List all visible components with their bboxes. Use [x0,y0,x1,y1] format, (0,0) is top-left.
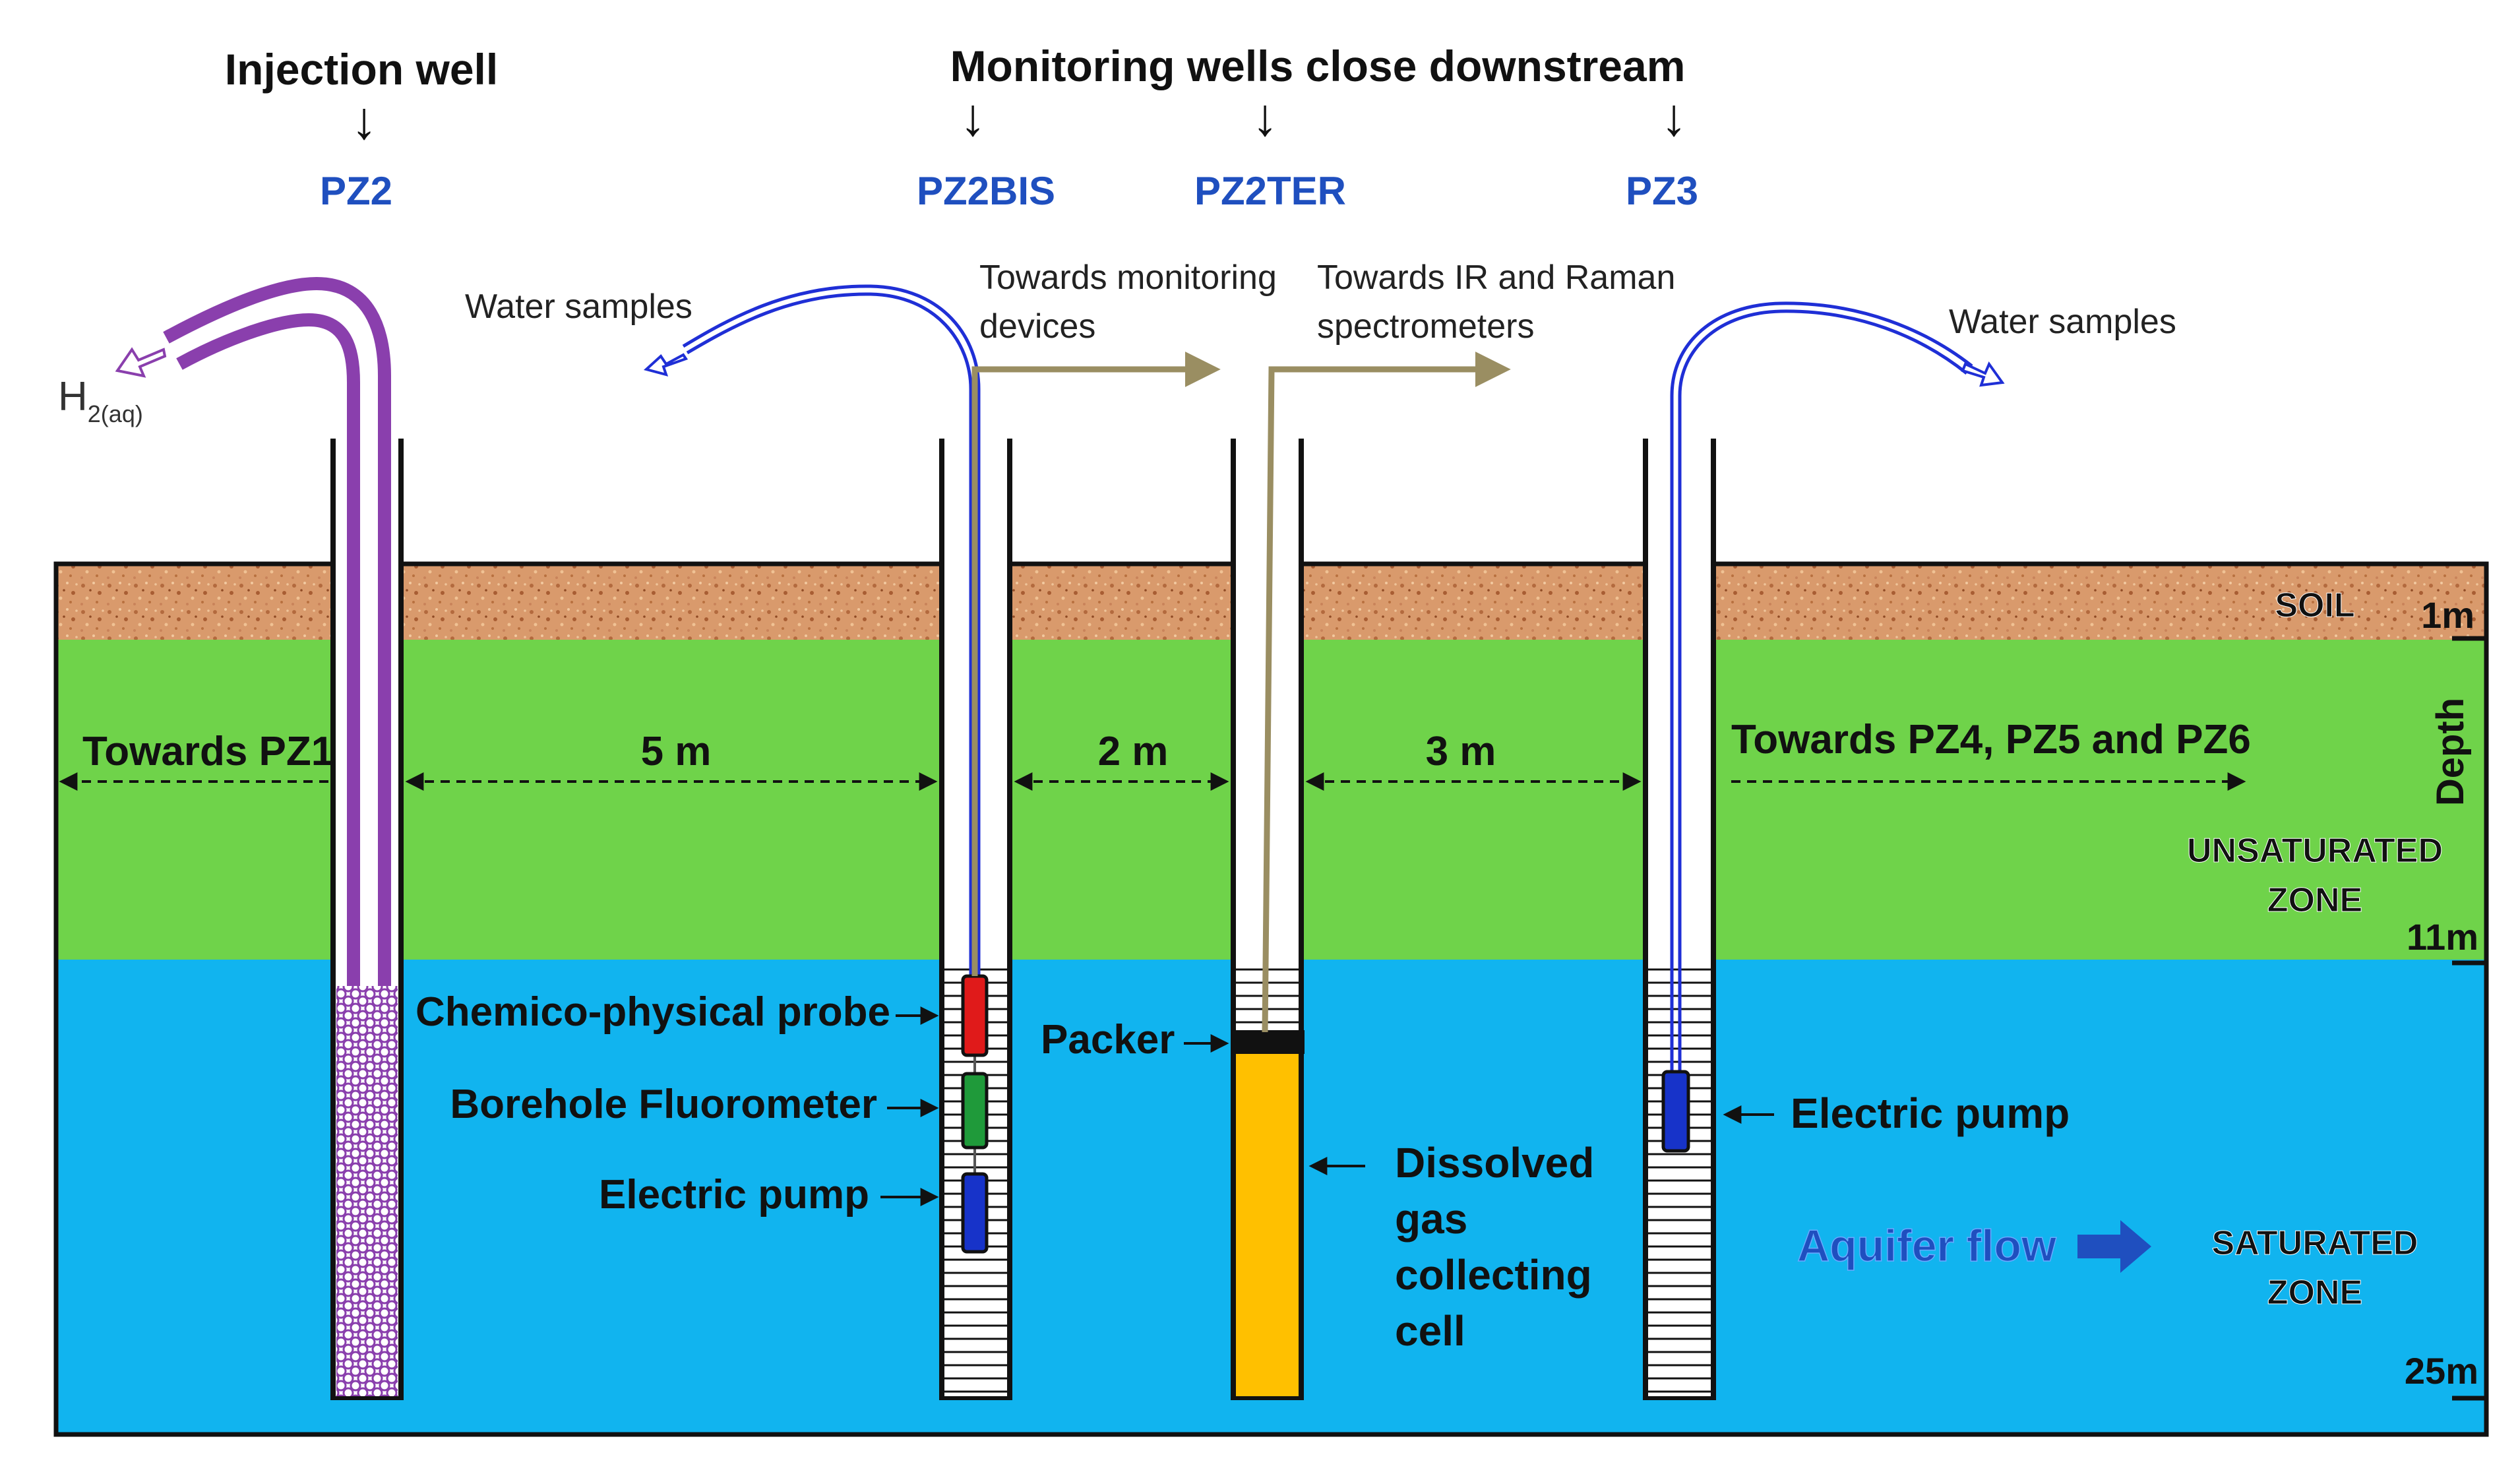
unsaturated-zone-label-2: ZONE [2267,881,2362,919]
pz3-sample-tube-a [1670,301,1973,1072]
depth-11m-label: 11m [2407,916,2478,958]
injection-tube-inner [176,313,360,986]
borehole-fluorometer [961,1072,989,1150]
chemico-physical-probe-label: Chemico-physical probe [415,989,890,1035]
injection-tube-outer [163,276,391,986]
pz2bis-sample-tube-b [682,284,981,976]
pz3-pump-label: Electric pump [1791,1090,2070,1137]
borehole-fluorometer-label: Borehole Fluorometer [450,1082,877,1127]
water-sample-arrow-left [643,353,689,377]
water-samples-left-label: Water samples [465,288,692,326]
chemico-physical-probe [961,974,989,1057]
packer [1231,1030,1305,1054]
dissolved-gas-label-2: gas [1395,1195,1467,1243]
pz3-electric-pump [1661,1070,1690,1153]
pz2-gravel-screen [336,986,398,1398]
down-arrow-pz2ter: ↓ [1252,88,1278,146]
down-arrow-pz3: ↓ [1661,88,1687,146]
well-pz2 [115,276,404,1400]
depth-1m-label: 1m [2421,594,2474,636]
dissolved-gas-label-4: cell [1395,1307,1465,1355]
dissolved-gas-label-1: Dissolved [1395,1139,1594,1186]
distance-3m-label: 3 m [1426,729,1496,774]
towards-monitoring-line2: devices [979,307,1095,346]
unsaturated-zone-label-1: UNSATURATED [2187,832,2443,870]
saturated-zone-label-1: SATURATED [2212,1224,2418,1262]
gas-line-spectrometers [1262,352,1511,1033]
depth-scale: Depth 1m 11m 25m [2405,594,2486,1401]
distance-5m-label: 5 m [641,729,712,774]
well-label-pz2: PZ2 [320,169,392,213]
towards-monitoring-line1: Towards monitoring [979,259,1277,297]
towards-ir-line2: spectrometers [1317,307,1534,346]
pz2bis-pump-label: Electric pump [599,1172,869,1217]
h2-label: H2(aq) [58,374,143,427]
depth-25m-label: 25m [2405,1350,2478,1392]
dissolved-gas-cell [1236,1052,1299,1398]
aquifer-flow-label: Aquifer flow [1797,1221,2057,1271]
pz2bis-sample-tube-a [686,292,973,976]
well-label-pz3: PZ3 [1626,169,1698,213]
pz2bis-electric-pump [961,1172,989,1254]
depth-axis-label: Depth [2429,698,2472,806]
towards-pz456-label: Towards PZ4, PZ5 and PZ6 [1731,717,2251,762]
h2-hollow-arrow [115,347,167,378]
monitoring-wells-title: Monitoring wells close downstream [950,42,1686,90]
well-label-pz2bis: PZ2BIS [917,169,1055,213]
injection-well-title: Injection well [225,45,498,94]
distance-2m-label: 2 m [1098,729,1169,774]
down-arrow-pz2: ↓ [351,91,377,150]
aquifer-flow-arrow-icon [2077,1220,2151,1273]
well-pz3 [1643,301,2005,1400]
dissolved-gas-label-3: collecting [1395,1251,1592,1299]
well-label-pz2ter: PZ2TER [1194,169,1346,213]
down-arrow-pz2bis: ↓ [960,88,986,146]
water-samples-right-label: Water samples [1949,303,2176,341]
gas-line-monitoring-devices [971,352,1221,976]
towards-pz1-label: Towards PZ1 [82,729,334,774]
pz3-sample-tube-b [1678,309,1968,1072]
towards-ir-line1: Towards IR and Raman [1317,259,1675,297]
water-sample-arrow-right [1961,361,2005,387]
soil-zone-label: SOIL [2275,586,2354,625]
packer-label: Packer [1041,1017,1175,1062]
saturated-zone-label-2: ZONE [2267,1274,2362,1312]
